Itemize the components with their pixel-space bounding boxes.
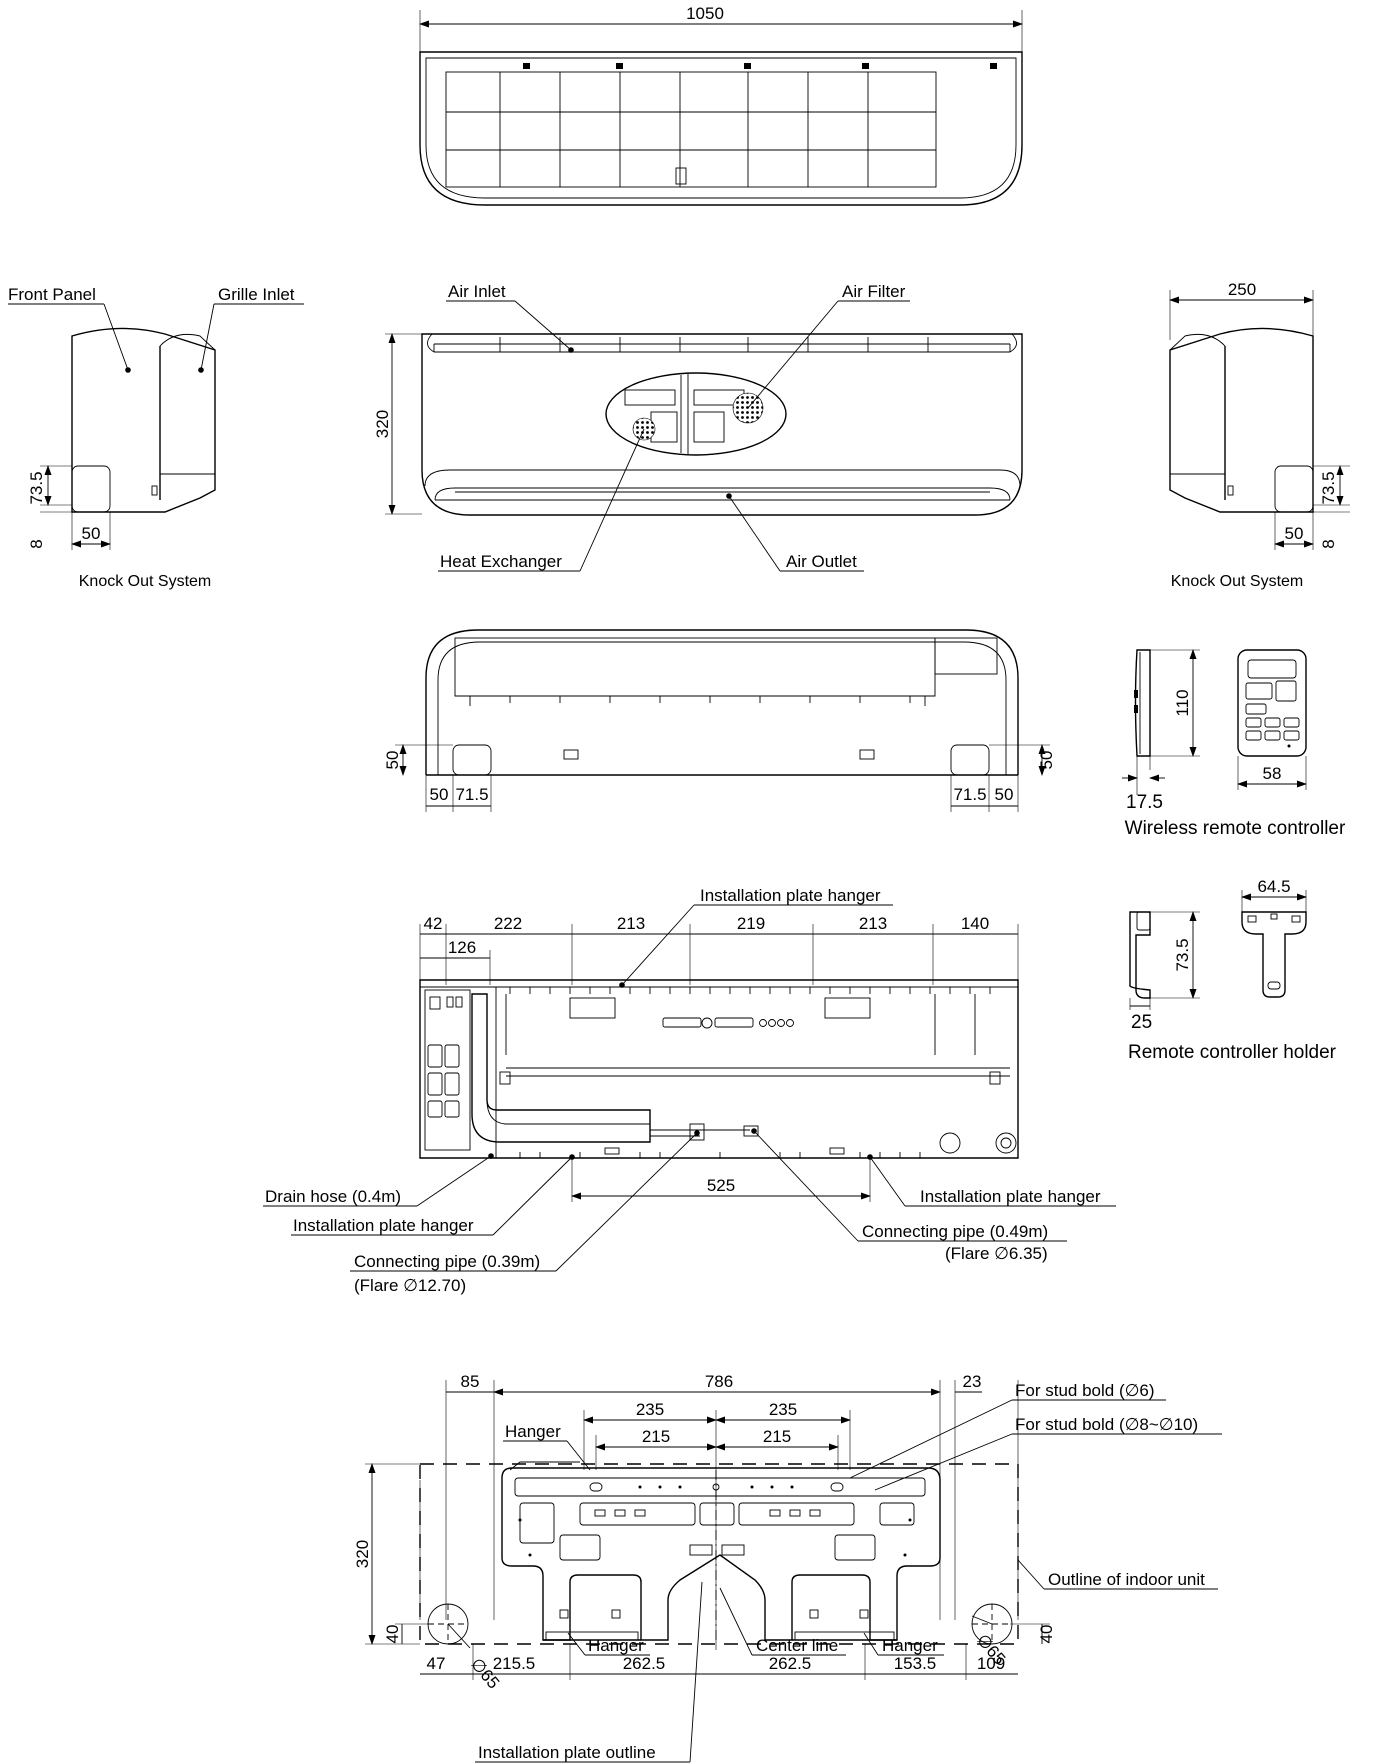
right-knock-height-dim: 73.5 — [1319, 471, 1338, 504]
right-depth-dim: 250 — [1228, 280, 1256, 299]
indoor-unit-outline — [419, 1463, 1019, 1645]
bottom-louver-ticks — [469, 696, 926, 706]
hanger-right-label: Hanger — [882, 1636, 938, 1655]
plate-bottom-dim-153-5: 153.5 — [894, 1654, 937, 1673]
left-base-dim: 8 — [27, 539, 46, 548]
air-inlet-label: Air Inlet — [448, 282, 506, 301]
wireless-remote: 110 17.5 58 Wireless remote controller — [1122, 649, 1346, 839]
plate-dim-786: 786 — [705, 1372, 733, 1391]
front-height-dim: 320 — [373, 410, 392, 438]
right-base-dim: 8 — [1319, 539, 1338, 548]
remote-height-dim: 110 — [1173, 689, 1192, 716]
plate-outline-label: Installation plate outline — [478, 1743, 656, 1762]
bottom-left-b-dim: 71.5 — [455, 785, 488, 804]
plate-hanger-right-label: Installation plate hanger — [920, 1187, 1101, 1206]
hanger-left-label: Hanger — [588, 1636, 644, 1655]
rear-view: 42 222 213 219 213 140 126 — [263, 886, 1116, 1295]
plate-hanger-left-label: Installation plate hanger — [293, 1216, 474, 1235]
rear-top-ticks — [509, 987, 991, 994]
holder-caption: Remote controller holder — [1128, 1042, 1337, 1063]
rear-pipe-dim: 525 — [707, 1176, 735, 1195]
drain-hose-label: Drain hose (0.4m) — [265, 1187, 401, 1206]
left-side-view: Front Panel Grille Inlet 73.5 8 50 Knock… — [8, 285, 304, 590]
rear-dim-222: 222 — [494, 914, 522, 933]
left-knock-width-dim: 50 — [82, 524, 101, 543]
center-line-label: Center line — [756, 1636, 838, 1655]
bottom-left-height-dim: 50 — [383, 751, 402, 770]
top-view: 1050 — [419, 4, 1023, 206]
plate-bottom-dim-262-5-right: 262.5 — [769, 1654, 812, 1673]
remote-depth-dim: 17.5 — [1126, 792, 1163, 813]
right-knockout-caption: Knock Out System — [1171, 573, 1304, 590]
plate-dim-235-left: 235 — [636, 1400, 664, 1419]
plate-dim-235-right: 235 — [769, 1400, 797, 1419]
top-filter-grid — [445, 71, 937, 188]
pipe-gas-flare-label: (Flare ∅12.70) — [354, 1276, 466, 1295]
front-panel-label: Front Panel — [8, 285, 96, 304]
front-grille-ribs — [499, 337, 929, 352]
pipe-liquid-flare-label: (Flare ∅6.35) — [945, 1244, 1048, 1263]
plate-dim-85: 85 — [461, 1372, 480, 1391]
stud-bolt-8-10-label: For stud bold (∅8~∅10) — [1015, 1415, 1198, 1434]
plate-slot-holes — [518, 1482, 912, 1619]
plate-hanger-top-label: Installation plate hanger — [700, 886, 881, 905]
right-side-view: 250 73.5 8 50 Knock Out System — [1169, 280, 1350, 590]
plate-dim-215-left: 215 — [642, 1427, 670, 1446]
remote-holder: 73.5 25 64.5 Remote controller holder — [1128, 877, 1337, 1063]
holder-height-dim: 73.5 — [1173, 938, 1192, 971]
air-filter-label: Air Filter — [842, 282, 906, 301]
bottom-right-height-dim: 50 — [1037, 751, 1056, 770]
remote-caption: Wireless remote controller — [1125, 818, 1346, 839]
plate-hole-h-left-dim: 40 — [383, 1625, 402, 1644]
rear-dim-213a: 213 — [617, 914, 645, 933]
plate-hole-h-right-dim: 40 — [1037, 1625, 1056, 1644]
bottom-right-a-dim: 50 — [995, 785, 1014, 804]
installation-plate-view: 85 786 23 235 235 215 215 — [353, 1372, 1222, 1763]
plate-height-dim: 320 — [353, 1540, 372, 1568]
plate-bottom-dim-262-5-left: 262.5 — [623, 1654, 666, 1673]
rear-dim-42: 42 — [424, 914, 443, 933]
left-knock-height-dim: 73.5 — [27, 471, 46, 504]
rear-bottom-ticks — [519, 1152, 921, 1158]
top-width-dim: 1050 — [686, 4, 724, 23]
plate-bottom-dim-47: 47 — [427, 1654, 446, 1673]
holder-depth-dim: 25 — [1131, 1012, 1152, 1033]
heat-exchanger-label: Heat Exchanger — [440, 552, 562, 571]
rear-dim-140: 140 — [961, 914, 989, 933]
rear-dim-219: 219 — [737, 914, 765, 933]
front-view: 320 Air Inlet — [373, 282, 1023, 572]
stud-bolt-6-label: For stud bold (∅6) — [1015, 1381, 1155, 1400]
left-knockout-caption: Knock Out System — [79, 573, 212, 590]
outline-indoor-label: Outline of indoor unit — [1048, 1570, 1205, 1589]
plate-bottom-dim-109: 109 — [977, 1654, 1005, 1673]
holder-width-dim: 64.5 — [1257, 877, 1290, 896]
plate-dim-215-right: 215 — [763, 1427, 791, 1446]
pipe-liquid-label: Connecting pipe (0.49m) — [862, 1222, 1048, 1241]
hanger-top-label: Hanger — [505, 1422, 561, 1441]
rear-dim-126: 126 — [448, 938, 476, 957]
bottom-left-a-dim: 50 — [430, 785, 449, 804]
grille-inlet-label: Grille Inlet — [218, 285, 295, 304]
plate-bottom-dim-215-5: 215.5 — [493, 1654, 536, 1673]
pipe-gas-label: Connecting pipe (0.39m) — [354, 1252, 540, 1271]
remote-width-dim: 58 — [1263, 764, 1282, 783]
air-outlet-label: Air Outlet — [786, 552, 857, 571]
plate-dim-23: 23 — [963, 1372, 982, 1391]
bottom-right-b-dim: 71.5 — [953, 785, 986, 804]
bottom-view: 50 50 50 71.5 71.5 50 — [383, 629, 1056, 812]
rear-dim-213b: 213 — [859, 914, 887, 933]
right-knock-width-dim: 50 — [1285, 524, 1304, 543]
